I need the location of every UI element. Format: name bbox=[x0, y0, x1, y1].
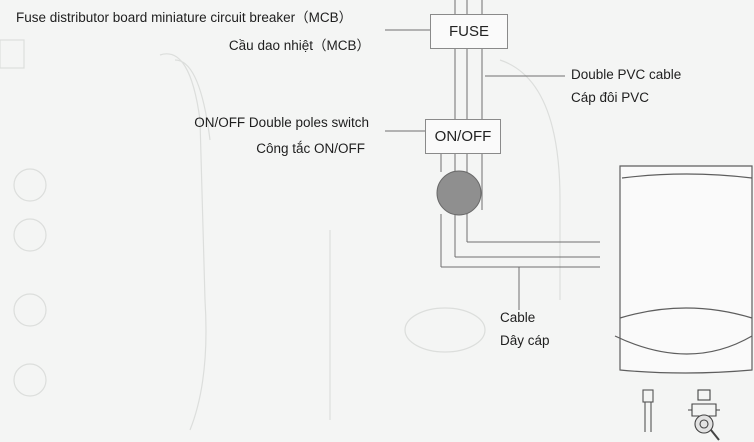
fuse-box: FUSE bbox=[430, 14, 508, 49]
cable-label-vi: Cáp đôi PVC bbox=[571, 90, 650, 105]
fuse-label-en: Fuse distributor board miniature circuit… bbox=[16, 10, 353, 25]
switch-label-vi: Công tắc ON/OFF bbox=[256, 141, 365, 156]
water-heater-icon bbox=[614, 165, 753, 374]
cable-label-en: Double PVC cable bbox=[571, 67, 682, 82]
cable-bundle bbox=[440, 0, 600, 268]
wire-label-en: Cable bbox=[500, 310, 536, 325]
switch-box: ON/OFF bbox=[425, 119, 501, 154]
pipe-fitting-icon bbox=[642, 389, 654, 432]
leader-lines bbox=[385, 29, 565, 310]
wire-label-vi: Dây cáp bbox=[500, 333, 550, 348]
switch-label-en: ON/OFF Double poles switch bbox=[194, 115, 369, 130]
indicator-lamp-icon bbox=[436, 170, 482, 216]
fuse-label-vi: Cầu dao nhiệt（MCB） bbox=[228, 38, 370, 53]
valve-icon bbox=[688, 389, 720, 441]
background-ghost bbox=[0, 39, 561, 431]
